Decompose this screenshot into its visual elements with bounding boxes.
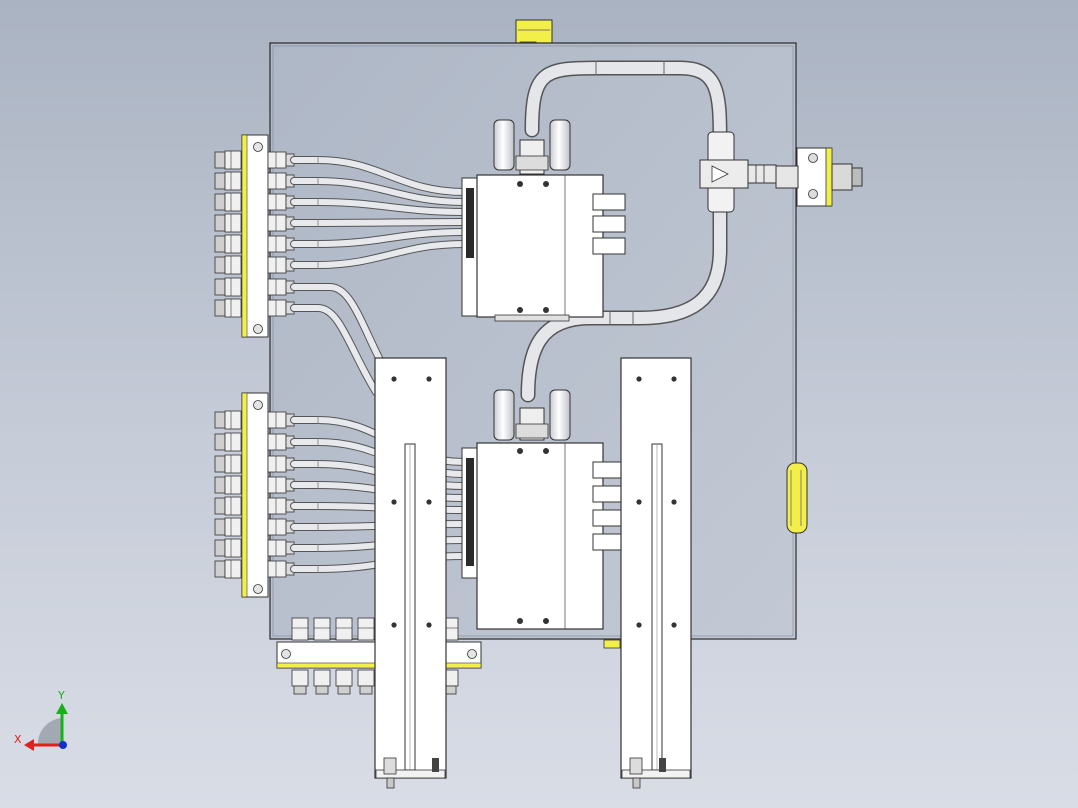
upper-outer-fittings <box>214 150 242 318</box>
solenoid-manifold-top <box>461 119 626 322</box>
connector-bar-lower <box>241 392 269 598</box>
mount-rail-right <box>620 357 692 789</box>
triad-y-label: Y <box>57 689 65 702</box>
push-fitting <box>214 171 242 191</box>
push-fitting <box>214 559 242 579</box>
pneumatic-tube <box>290 304 380 396</box>
pneumatic-tube <box>290 177 468 206</box>
supply-tube <box>520 60 728 403</box>
push-fitting <box>214 538 242 558</box>
push-fitting <box>214 496 242 516</box>
upper-inner-fittings <box>267 151 295 317</box>
push-fitting <box>214 255 242 275</box>
mount-rail-left <box>374 357 447 789</box>
upper-tube-bundle <box>290 156 468 396</box>
push-fitting <box>214 410 242 430</box>
air-inlet-fitting <box>775 147 863 207</box>
push-fitting <box>214 213 242 233</box>
solenoid-manifold-bottom <box>461 389 626 630</box>
push-fitting <box>214 192 242 212</box>
triad-x-label: X <box>14 733 22 746</box>
triad-z-axis <box>59 741 67 749</box>
pneumatic-tube <box>290 283 384 364</box>
pneumatic-tube <box>290 156 468 196</box>
pneumatic-tube <box>290 218 468 227</box>
push-fitting <box>335 617 353 695</box>
push-fitting <box>214 517 242 537</box>
push-fitting <box>214 277 242 297</box>
lower-outer-fittings <box>214 410 242 579</box>
bottom-tab <box>603 639 621 649</box>
pneumatic-tube <box>290 240 468 269</box>
push-fitting <box>214 298 242 318</box>
push-fitting <box>214 475 242 495</box>
pneumatic-tube <box>290 198 468 216</box>
push-fitting <box>357 617 375 695</box>
cable-grommet <box>786 462 808 534</box>
triad-plane <box>37 718 62 746</box>
connector-bar-upper <box>241 134 269 338</box>
tee-fitting <box>699 131 777 213</box>
push-fitting <box>214 454 242 474</box>
push-fitting <box>214 150 242 170</box>
pneumatic-tube <box>290 228 468 248</box>
push-fitting <box>214 234 242 254</box>
push-fitting <box>313 617 331 695</box>
push-fitting <box>214 432 242 452</box>
coordinate-triad: Y X <box>14 689 68 751</box>
push-fitting <box>291 617 309 695</box>
